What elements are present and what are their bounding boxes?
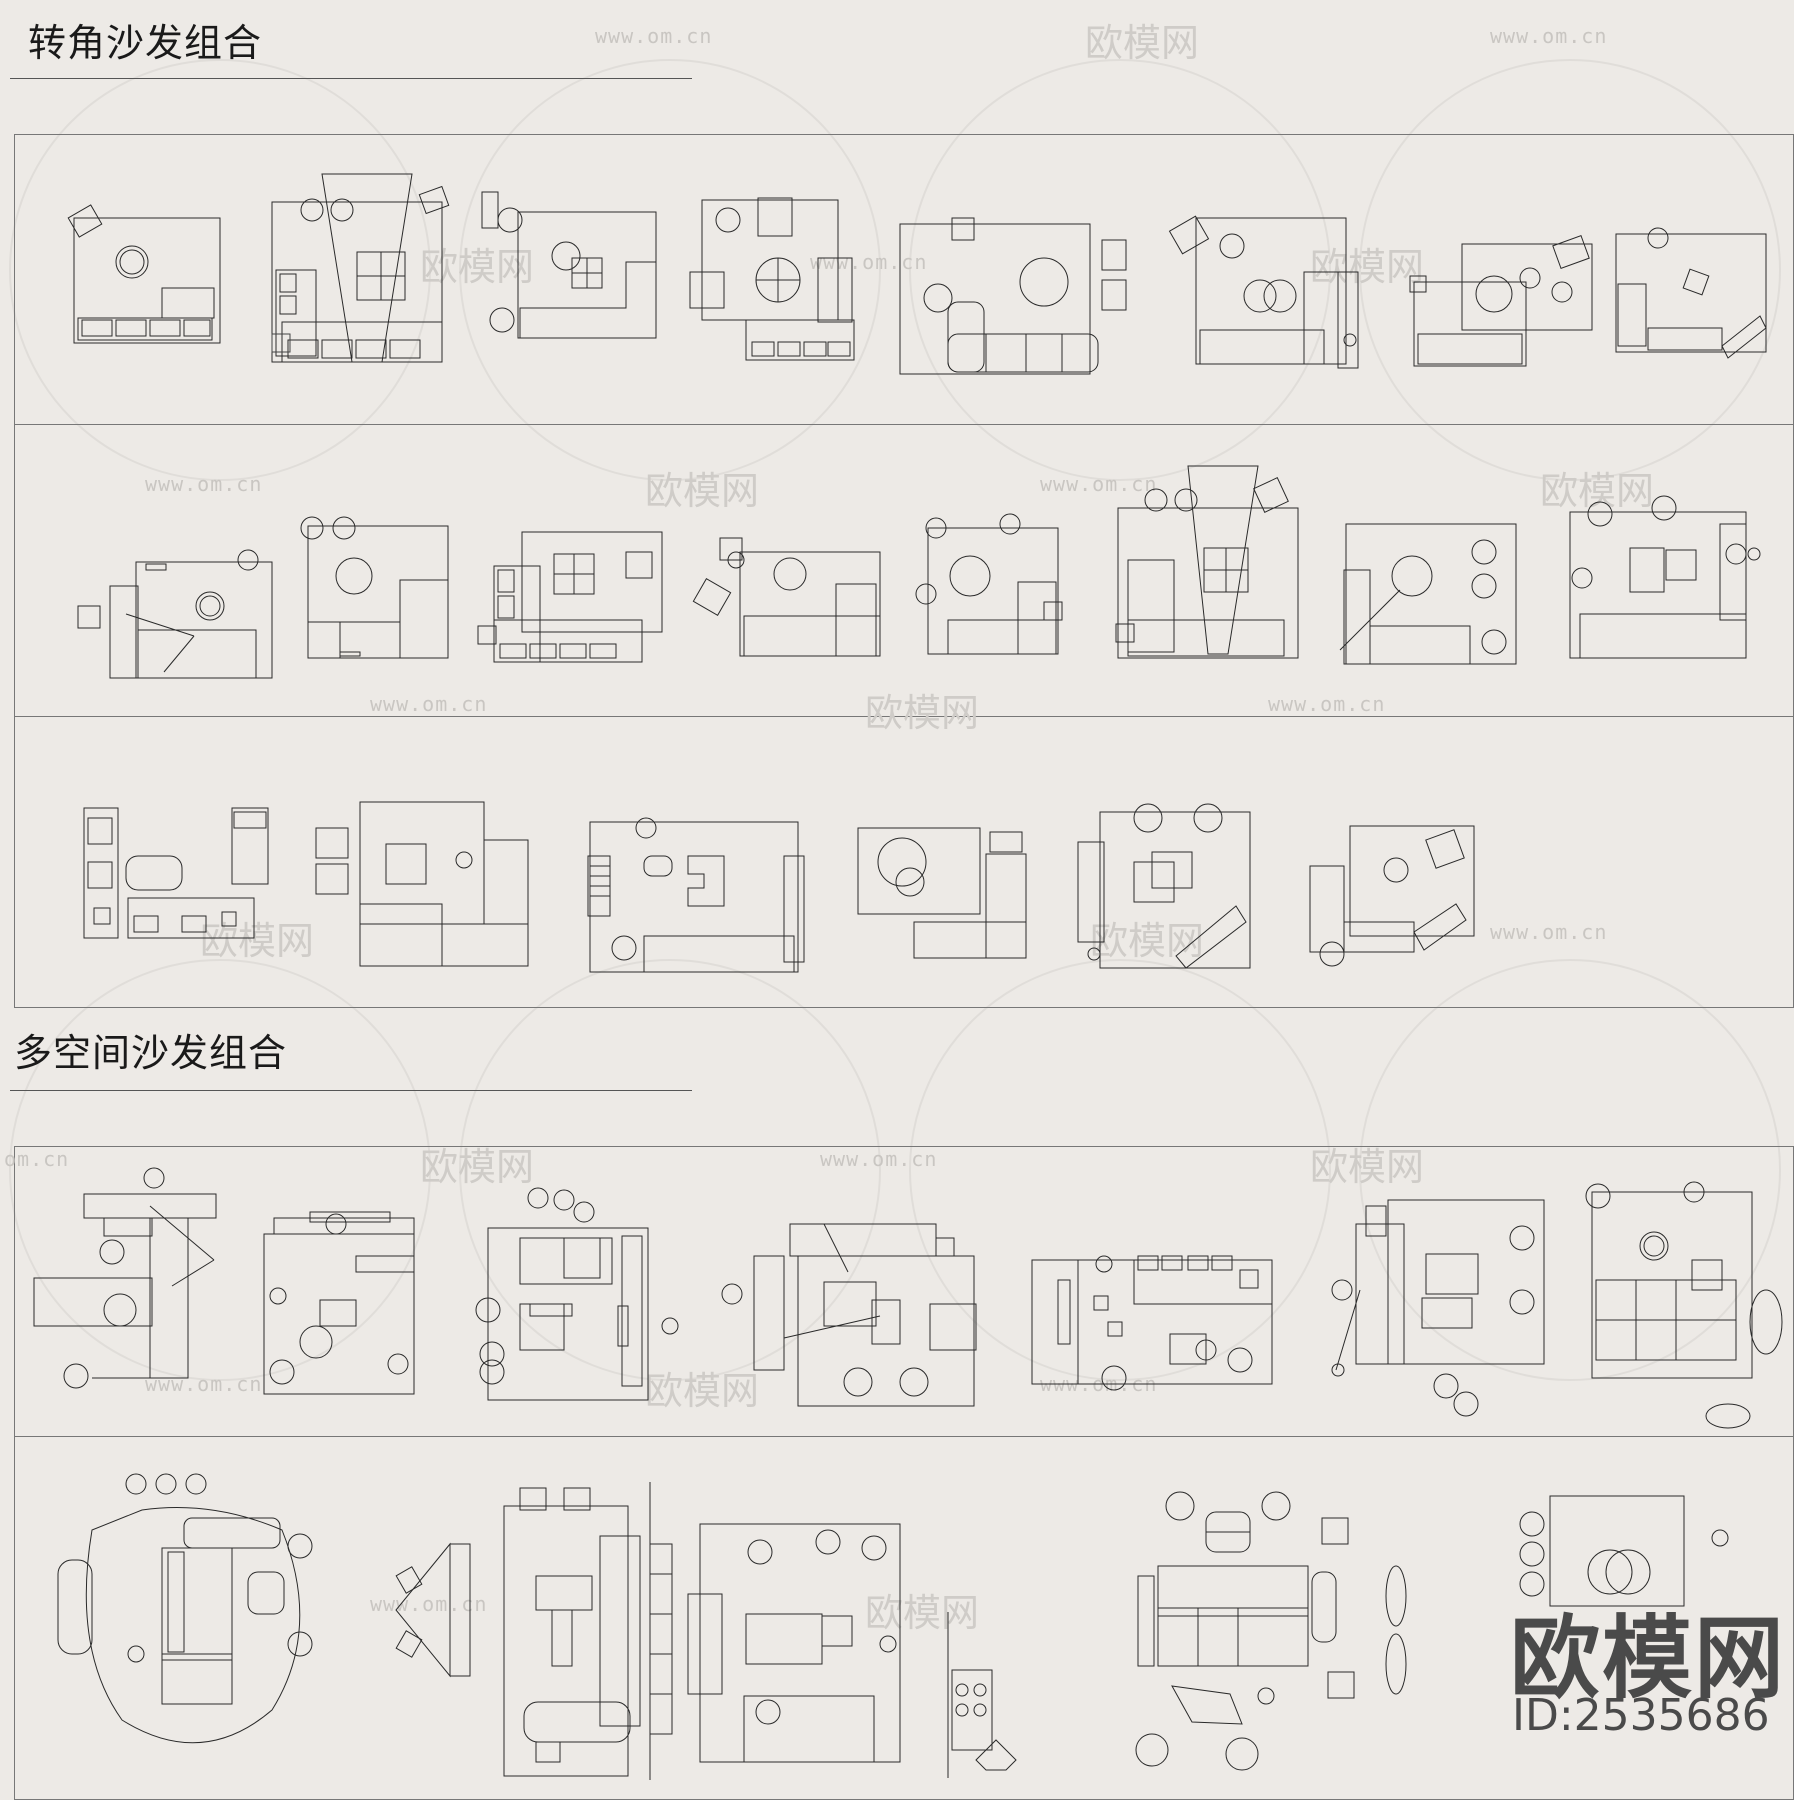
plan-multi-space — [724, 1222, 984, 1412]
plan-corner-sofa — [300, 512, 460, 662]
plan-corner-sofa — [696, 532, 896, 662]
plan-corner-sofa — [262, 172, 452, 372]
row-divider — [14, 424, 1794, 425]
plan-multi-space — [1510, 1494, 1730, 1614]
plan-multi-space — [260, 1210, 420, 1400]
plan-multi-space — [394, 1540, 474, 1680]
plan-corner-sofa — [1330, 520, 1520, 670]
plan-corner-sofa — [1076, 798, 1256, 978]
plan-corner-sofa — [1108, 464, 1308, 664]
plan-corner-sofa — [1610, 224, 1770, 364]
plan-multi-space — [500, 1480, 660, 1780]
plan-multi-space — [1028, 1250, 1278, 1390]
watermark-site: www.om.cn — [1490, 24, 1608, 48]
row-divider — [14, 1436, 1794, 1437]
plan-multi-space — [946, 1610, 1036, 1780]
brand-logo-text: 欧模网 — [1510, 1606, 1786, 1711]
brand-id-label: ID:2535686 — [1512, 1690, 1770, 1741]
section-rule — [10, 78, 692, 79]
plan-multi-space — [52, 1470, 322, 1780]
plan-corner-sofa — [474, 528, 674, 668]
plan-corner-sofa — [480, 190, 670, 350]
plan-corner-sofa — [70, 200, 230, 350]
plan-corner-sofa — [584, 816, 814, 976]
plan-corner-sofa — [1170, 212, 1370, 372]
plan-corner-sofa — [1560, 494, 1760, 664]
section-rule — [10, 1090, 692, 1091]
plan-multi-space — [32, 1166, 232, 1406]
plan-corner-sofa — [1306, 820, 1476, 970]
plan-corner-sofa — [314, 800, 534, 970]
plan-corner-sofa — [688, 196, 868, 366]
plan-corner-sofa — [908, 510, 1068, 660]
plan-corner-sofa — [82, 804, 282, 944]
watermark-logo: 欧模网 — [1085, 21, 1200, 65]
section-title-corner-sofa: 转角沙发组合 — [28, 21, 263, 65]
plan-multi-space — [648, 1514, 898, 1774]
plan-corner-sofa — [1408, 234, 1598, 374]
plan-corner-sofa — [856, 822, 1036, 962]
row-divider — [14, 716, 1794, 717]
plan-multi-space — [1586, 1180, 1786, 1430]
plan-multi-space — [468, 1186, 688, 1406]
plan-multi-space — [1112, 1486, 1432, 1776]
plan-corner-sofa — [76, 542, 276, 682]
watermark-site: www.om.cn — [595, 24, 713, 48]
plan-multi-space — [1316, 1190, 1556, 1430]
section-title-multi-space-sofa: 多空间沙发组合 — [14, 1031, 288, 1075]
plan-corner-sofa — [896, 216, 1136, 376]
